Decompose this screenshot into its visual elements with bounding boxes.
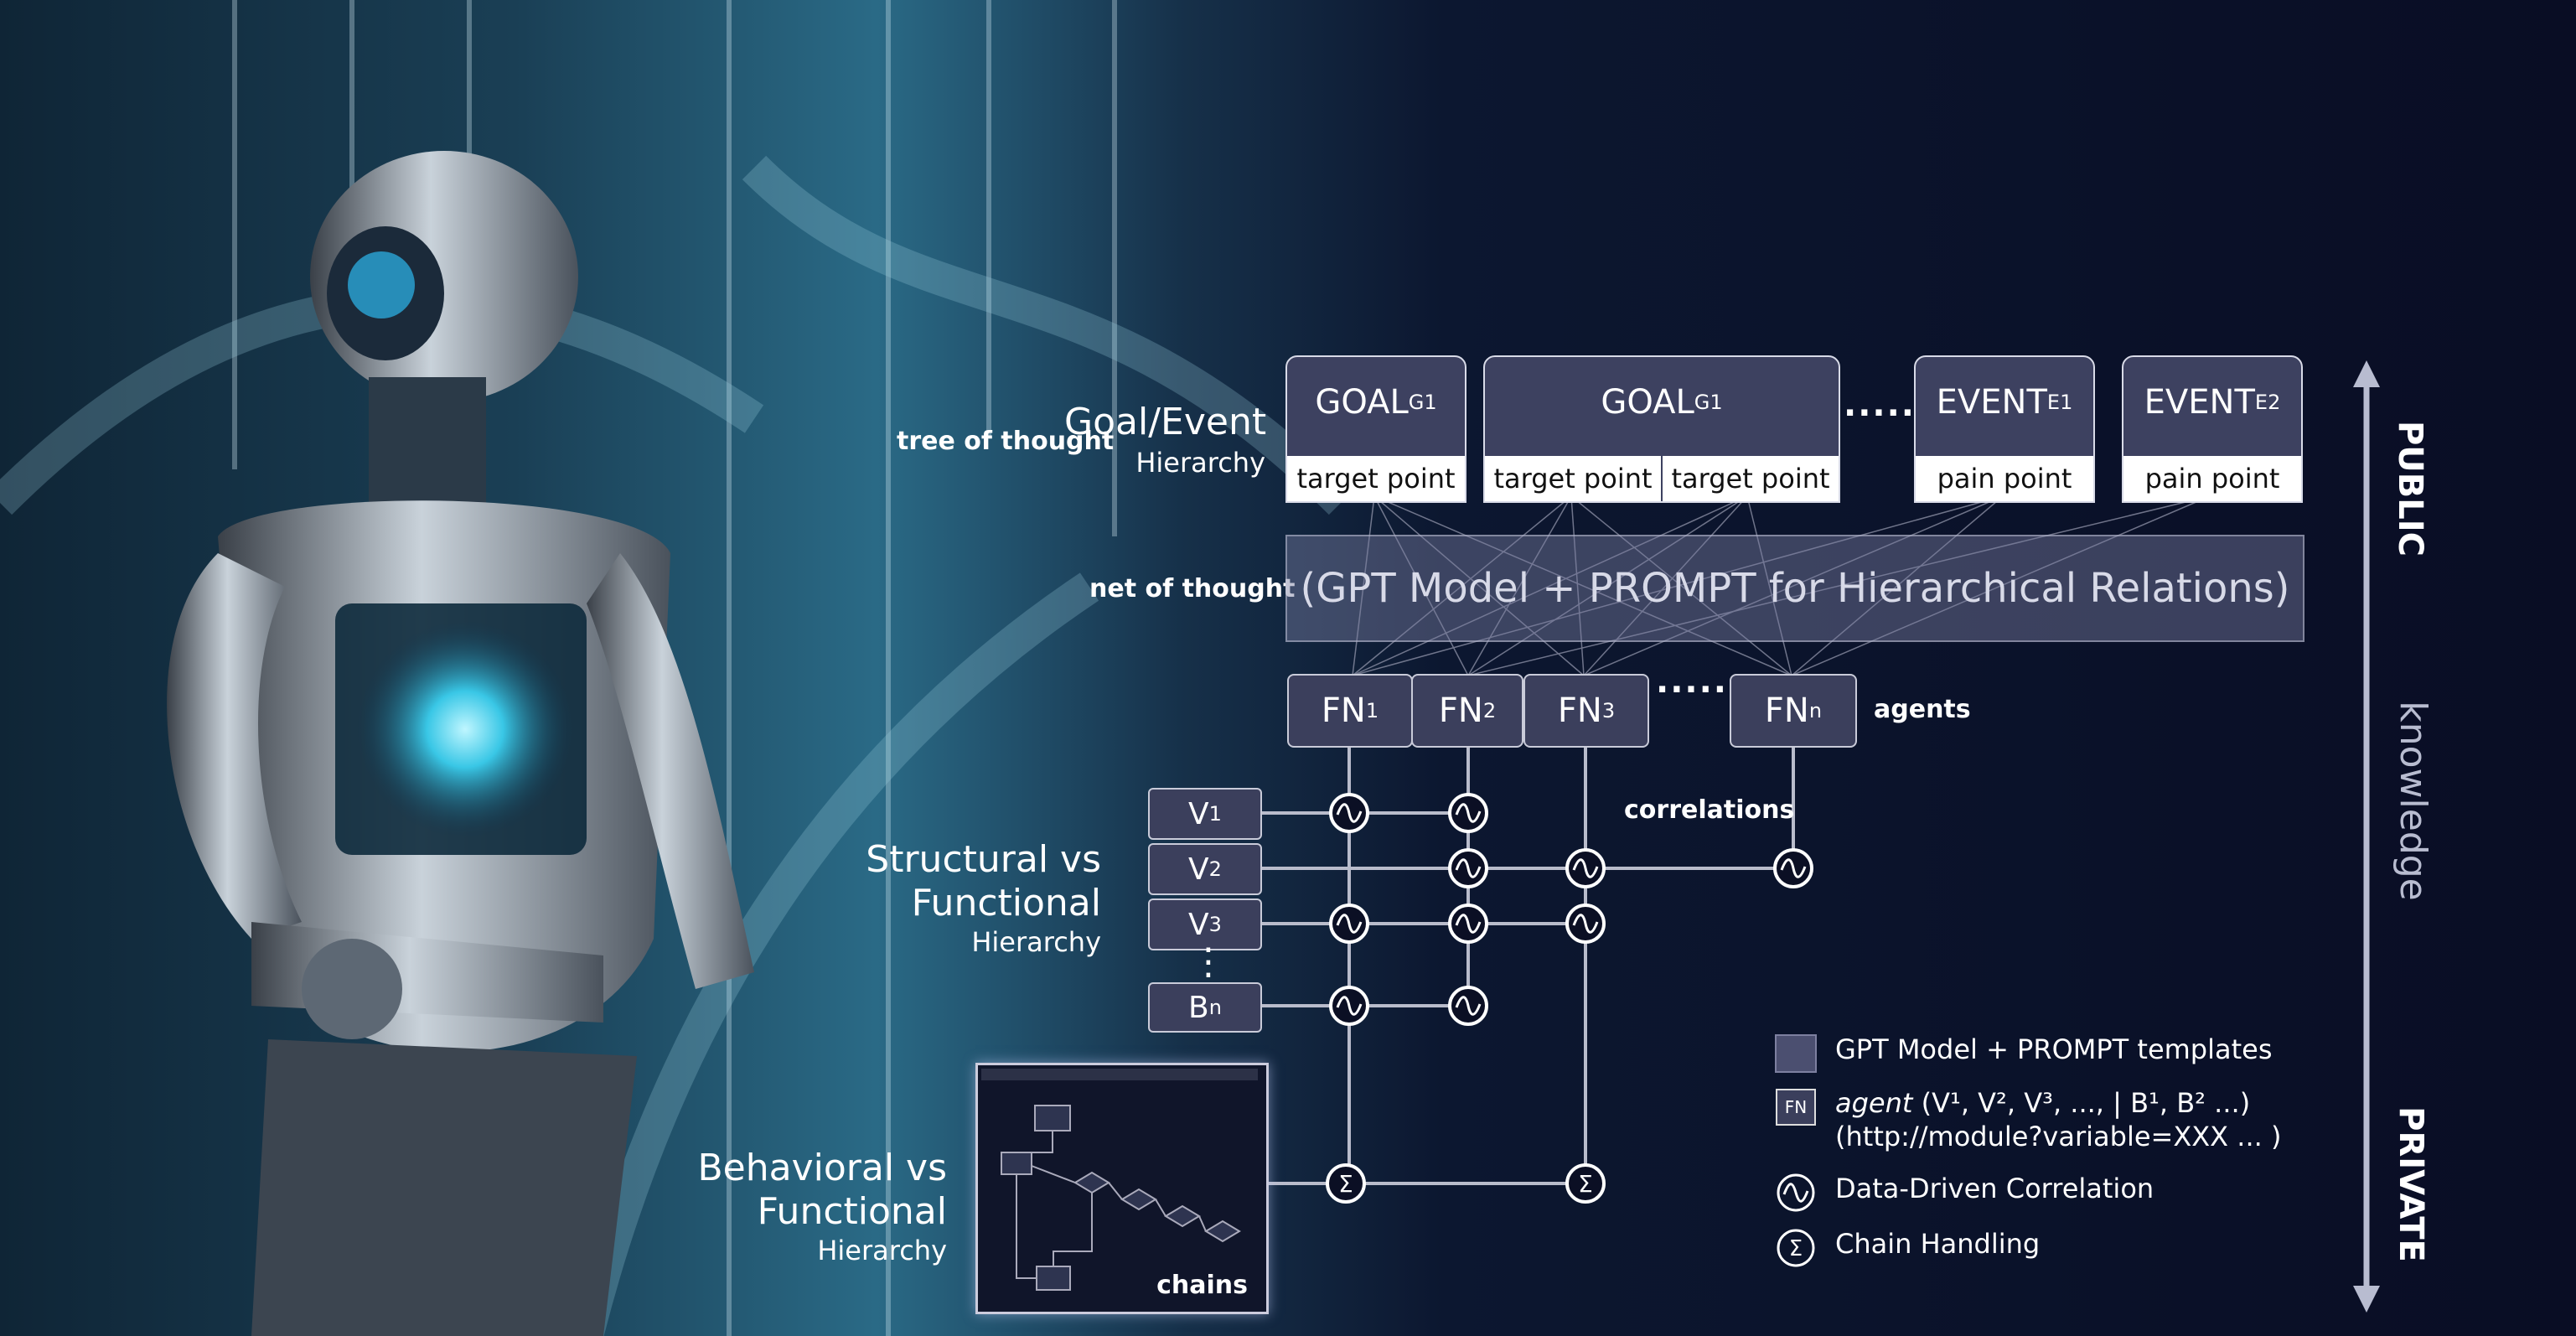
- behavioral-line1: Behavioral vs: [697, 1147, 947, 1189]
- correlation-wave-glyph: [1336, 996, 1363, 1016]
- fn-node-sup: 1: [1365, 699, 1379, 722]
- svg-text:Σ: Σ: [1789, 1236, 1803, 1261]
- b-node-sup: n: [1208, 996, 1222, 1019]
- double-arrow-icon: [2353, 360, 2380, 1313]
- legend-correlation-row: Data-Driven Correlation: [1775, 1172, 2154, 1214]
- legend-gpt-row: GPT Model + PROMPT templates: [1775, 1033, 2273, 1074]
- v-node-label: V: [1188, 907, 1209, 942]
- goal-box-title: GOAL: [1601, 383, 1694, 422]
- axis-private-label: PRIVATE: [2391, 1106, 2430, 1262]
- sigma-chain-glyph: Σ: [1338, 1170, 1353, 1198]
- b-node-label: B: [1188, 990, 1209, 1025]
- fn-agent-icon: FN: [1775, 1086, 1817, 1128]
- legend-agent-word: agent: [1835, 1087, 1913, 1119]
- legend-gpt-text: GPT Model + PROMPT templates: [1835, 1033, 2273, 1065]
- correlation-wave-glyph: [1455, 803, 1482, 823]
- correlation-wave-glyph: [1455, 858, 1482, 878]
- structural-sub: Hierarchy: [971, 926, 1101, 958]
- fn-node-label: FN: [1438, 691, 1483, 730]
- sigma-chain-glyph: Σ: [1578, 1170, 1593, 1198]
- structural-line1: Structural vs: [866, 838, 1101, 881]
- v-node-sup: 2: [1208, 857, 1222, 881]
- tree-of-thought-label: tree of thought: [897, 427, 1115, 456]
- behavioral-line2: Functional: [757, 1190, 947, 1233]
- behavioral-sub: Hierarchy: [817, 1235, 947, 1266]
- gpt-model-prompt-box: (GPT Model + PROMPT for Hierarchical Rel…: [1285, 535, 2304, 642]
- goal-box-sup: G1: [1694, 391, 1723, 414]
- goal-box-sup: G1: [1408, 391, 1437, 414]
- legend-agent-url: (http://module?variable=XXX ... ): [1835, 1121, 2282, 1152]
- target-point-label: target point: [1661, 456, 1839, 501]
- sigma-chain-icon: [1565, 1163, 1606, 1204]
- correlation-wave-glyph: [1455, 996, 1482, 1016]
- robot-background-illustration: [0, 0, 1353, 1336]
- correlation-wave-glyph: [1336, 803, 1363, 823]
- target-point-label: target point: [1296, 463, 1456, 495]
- axis-knowledge-label: knowledge: [2391, 701, 2434, 901]
- correlation-wave-glyph: [1572, 914, 1599, 934]
- gpt-template-swatch-icon: [1775, 1033, 1817, 1074]
- chains-flowchart-thumbnail: chains: [975, 1063, 1269, 1314]
- v-node-sup: 1: [1208, 802, 1222, 826]
- sigma-chain-icon: [1326, 1163, 1366, 1204]
- axis-public-label: PUBLIC: [2391, 420, 2430, 557]
- event-box-sup: E1: [2046, 391, 2073, 414]
- goal-event-title: Goal/Event: [1064, 401, 1267, 443]
- structural-line2: Functional: [911, 882, 1101, 924]
- v-node-label: V: [1188, 796, 1209, 831]
- legend-agent-args: (V¹, V², V³, ..., | B¹, B² ...): [1921, 1087, 2251, 1119]
- correlation-wave-glyph: [1572, 858, 1599, 878]
- chains-label: chains: [1156, 1271, 1248, 1300]
- event-box-sup: E2: [2254, 391, 2281, 414]
- fn-node-sup: 2: [1482, 699, 1497, 722]
- event-box-title: EVENT: [2144, 383, 2255, 422]
- v-node-sup: 3: [1208, 913, 1222, 936]
- v-node-label: V: [1188, 852, 1209, 887]
- fn-node-label: FN: [1321, 691, 1366, 730]
- goal-box-title: GOAL: [1315, 383, 1409, 422]
- pain-point-label: pain point: [1937, 463, 2072, 495]
- fn-node-sup: 3: [1601, 699, 1616, 722]
- hierarchy-relation-lines: [1352, 495, 2211, 676]
- legend-chain-text: Chain Handling: [1835, 1228, 2041, 1260]
- legend-correlation-text: Data-Driven Correlation: [1835, 1173, 2154, 1204]
- correlation-wave-glyph: [1455, 914, 1482, 934]
- correlation-wave-glyph: [1336, 914, 1363, 934]
- event-box-title: EVENT: [1936, 383, 2047, 422]
- target-point-label: target point: [1493, 463, 1653, 495]
- fn-node-label: FN: [1764, 691, 1809, 730]
- agents-label: agents: [1874, 695, 1971, 724]
- fn-agent-icon-label: FN: [1776, 1089, 1816, 1126]
- net-of-thought-label: net of thought: [1089, 574, 1296, 603]
- correlations-label: correlations: [1624, 795, 1795, 825]
- sigma-chain-icon: Σ: [1775, 1227, 1817, 1269]
- legend-agent-line1: agent (V¹, V², V³, ..., | B¹, B² ...): [1835, 1086, 2281, 1120]
- legend-chain-row: Σ Chain Handling: [1775, 1227, 2040, 1269]
- correlation-wave-icon: [1775, 1172, 1817, 1214]
- fn-node-label: FN: [1557, 691, 1602, 730]
- goal-event-sub: Hierarchy: [1135, 447, 1265, 479]
- correlation-wave-glyph: [1780, 858, 1807, 878]
- flowchart-icon: [981, 1069, 1258, 1291]
- legend-agent-row: FN agent (V¹, V², V³, ..., | B¹, B² ...)…: [1775, 1086, 2281, 1153]
- vertical-ellipsis: ⋮: [1190, 940, 1227, 983]
- fn-node-sup: n: [1808, 699, 1823, 722]
- pain-point-label: pain point: [2144, 463, 2280, 495]
